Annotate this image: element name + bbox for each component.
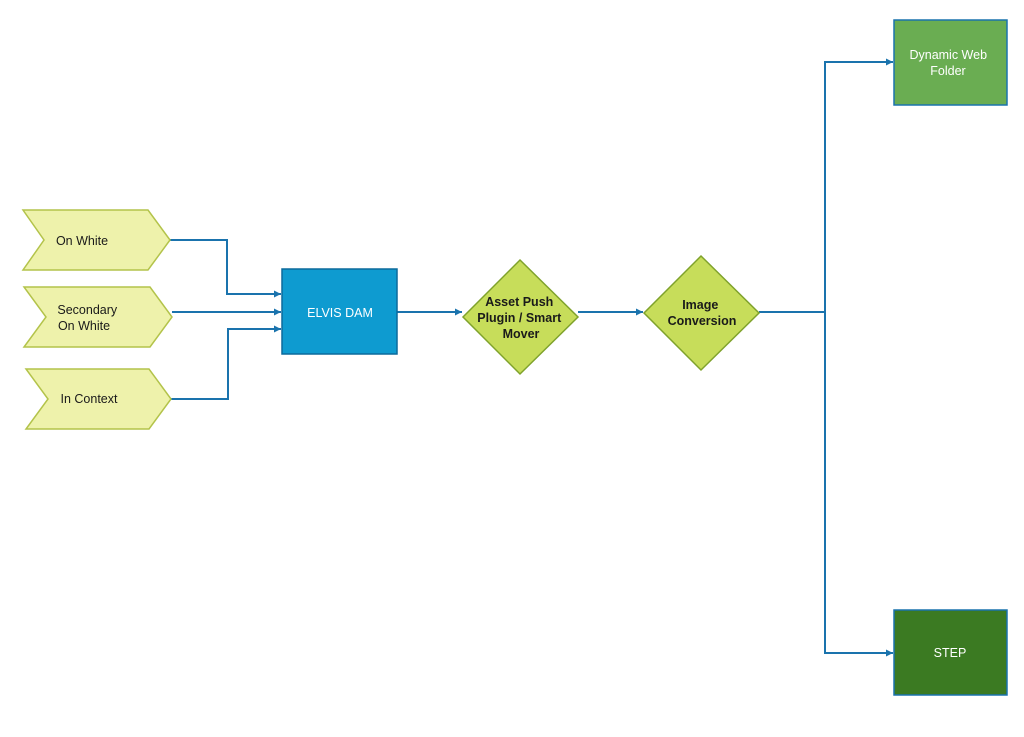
input-secondary-on-white: Secondary On White (22, 286, 173, 348)
input-label: On White (56, 234, 108, 248)
connector-image-conversion-to-step (824, 312, 893, 657)
web-folder-label-line: Folder (930, 64, 965, 78)
web-folder-label: Dynamic Web Folder (909, 48, 990, 78)
step-box (893, 609, 1008, 696)
connector-image-conversion-to-web-folder (759, 58, 893, 313)
input-label-line: On White (56, 234, 108, 248)
input-chevron (24, 368, 172, 430)
asset-push-label: Asset Push Plugin / Smart Mover (477, 295, 565, 341)
connectors (170, 58, 893, 657)
asset-push-diamond (461, 258, 580, 376)
input-label-line: Secondary (57, 303, 118, 317)
input-chevron (21, 209, 171, 271)
web-folder-box (893, 19, 1008, 106)
input-chevron (22, 286, 173, 348)
asset-push-label-line: Plugin / Smart (477, 311, 562, 325)
connector-in-context-to-dam (171, 325, 281, 400)
asset-push-label-line: Mover (503, 327, 540, 341)
image-conversion-label-line: Conversion (668, 314, 737, 328)
image-conversion-label: Image Conversion (668, 298, 737, 328)
elvis-dam-node: ELVIS DAM (281, 268, 398, 355)
dam-box (281, 268, 398, 355)
web-folder-label-line: Dynamic Web (909, 48, 987, 62)
input-label: Secondary On White (57, 303, 120, 333)
asset-push-node: Asset Push Plugin / Smart Mover (461, 258, 580, 376)
input-label-line: In Context (61, 392, 119, 406)
step-node: STEP (893, 609, 1008, 696)
input-on-white: On White (21, 209, 171, 271)
image-conversion-diamond (642, 254, 761, 372)
image-conversion-node: Image Conversion (642, 254, 761, 372)
input-label: In Context (61, 392, 119, 406)
image-conversion-label-line: Image (682, 298, 718, 312)
dynamic-web-folder-node: Dynamic Web Folder (893, 19, 1008, 106)
asset-push-label-line: Asset Push (485, 295, 553, 309)
input-label-line: On White (58, 319, 110, 333)
dam-label: ELVIS DAM (307, 306, 373, 320)
connector-on-white-to-dam (170, 239, 281, 298)
input-in-context: In Context (24, 368, 172, 430)
step-label: STEP (934, 646, 967, 660)
